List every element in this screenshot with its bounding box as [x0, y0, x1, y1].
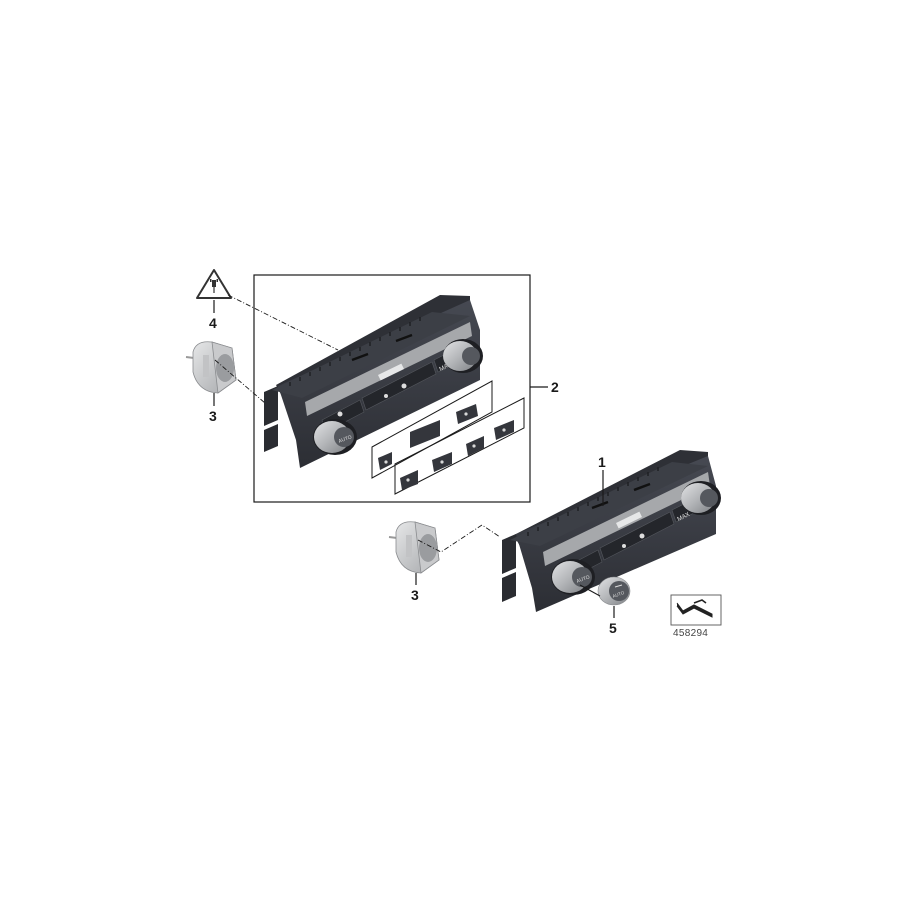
button-caps-set [371, 380, 525, 495]
diagram-reference-number: 458294 [673, 628, 709, 639]
connector-warning-icon [196, 269, 232, 299]
callout-2[interactable]: 2 [551, 379, 559, 395]
svg-text:MAX: MAX [439, 362, 453, 373]
dashed-line-4 [227, 294, 339, 351]
callout-5[interactable]: 5 [609, 620, 617, 636]
svg-text:AUTO: AUTO [338, 434, 353, 444]
svg-text:AUTO: AUTO [612, 590, 626, 599]
knob-adapter-upper [185, 341, 237, 394]
callout-3-upper[interactable]: 3 [209, 408, 217, 424]
dashed-line-3-upper [214, 359, 266, 404]
knob-adapter-lower [388, 521, 440, 574]
dashed-line-3-lower [417, 524, 501, 553]
callout-4[interactable]: 4 [209, 315, 217, 331]
reference-symbol [670, 594, 722, 626]
leader-line-5-cap [579, 584, 601, 597]
svg-text:MAX: MAX [677, 512, 691, 523]
climate-panel-main: MAX AUTO [502, 450, 721, 612]
auto-button-cap: AUTO [597, 576, 631, 606]
climate-panel-kit: MAX AUTO [264, 295, 483, 468]
callout-3-lower[interactable]: 3 [411, 587, 419, 603]
callout-1[interactable]: 1 [598, 454, 606, 470]
svg-text:AUTO: AUTO [576, 574, 591, 584]
kit-frame [253, 274, 531, 503]
